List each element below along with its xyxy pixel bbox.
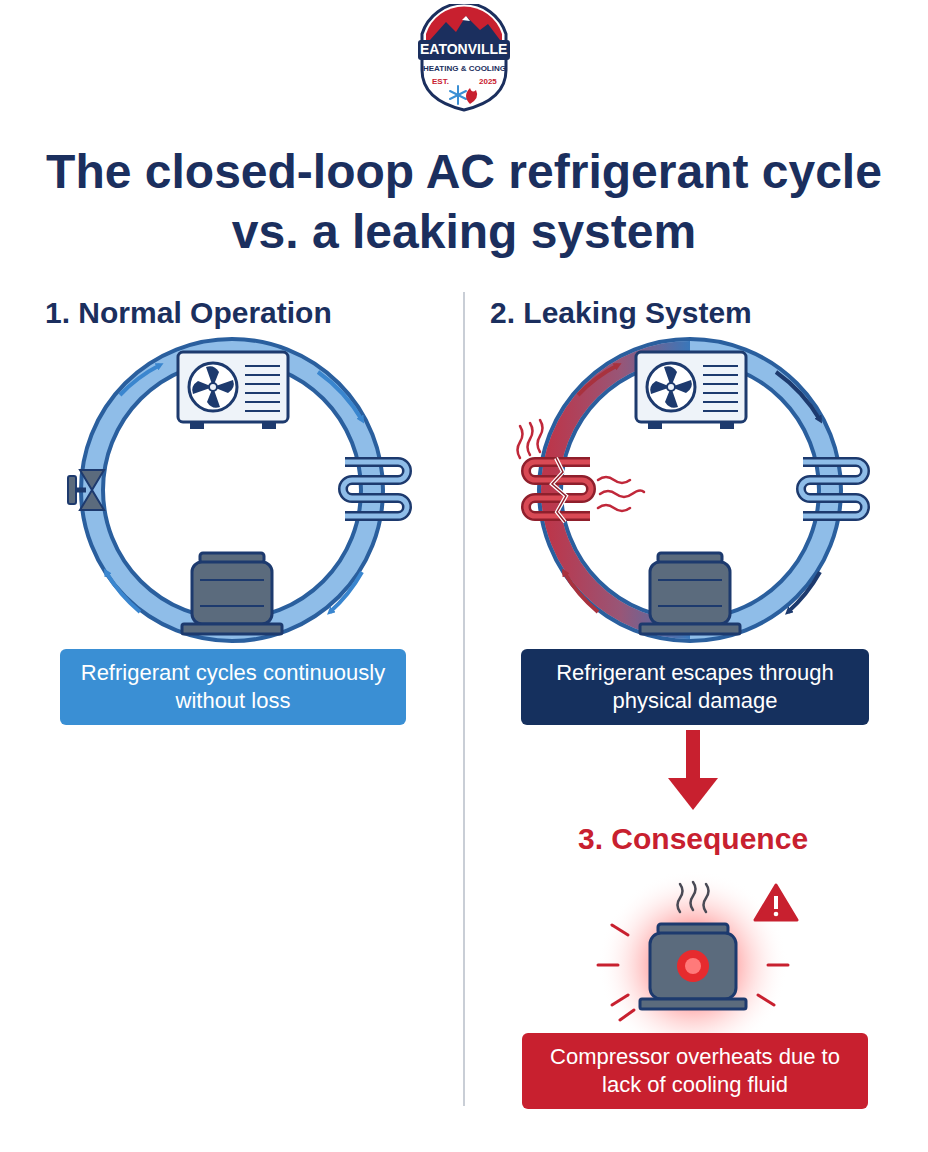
section-heading: 2. Leaking System bbox=[490, 296, 752, 330]
caption-box: Compressor overheats due to lack of cool… bbox=[522, 1033, 868, 1109]
section-heading: 1. Normal Operation bbox=[45, 296, 332, 330]
caption-box: Refrigerant cycles continuously without … bbox=[60, 649, 406, 725]
logo-text: 2025 bbox=[479, 76, 497, 87]
badge-shape bbox=[406, 4, 522, 112]
caption-text: Refrigerant cycles continuously without … bbox=[74, 659, 392, 715]
caption-text: Refrigerant escapes through physical dam… bbox=[535, 659, 855, 715]
logo-badge: EATONVILLE HEATING & COOLING EST. 2025 bbox=[406, 4, 522, 112]
caption-text: Compressor overheats due to lack of cool… bbox=[536, 1043, 854, 1099]
logo-text: EATONVILLE bbox=[420, 41, 507, 58]
section-heading: 3. Consequence bbox=[578, 822, 808, 856]
caption-box: Refrigerant escapes through physical dam… bbox=[521, 649, 869, 725]
title: The closed-loop AC refrigerant cycle vs.… bbox=[24, 142, 904, 262]
logo-text: HEATING & COOLING bbox=[423, 63, 506, 74]
logo-text: EST. bbox=[432, 76, 449, 87]
